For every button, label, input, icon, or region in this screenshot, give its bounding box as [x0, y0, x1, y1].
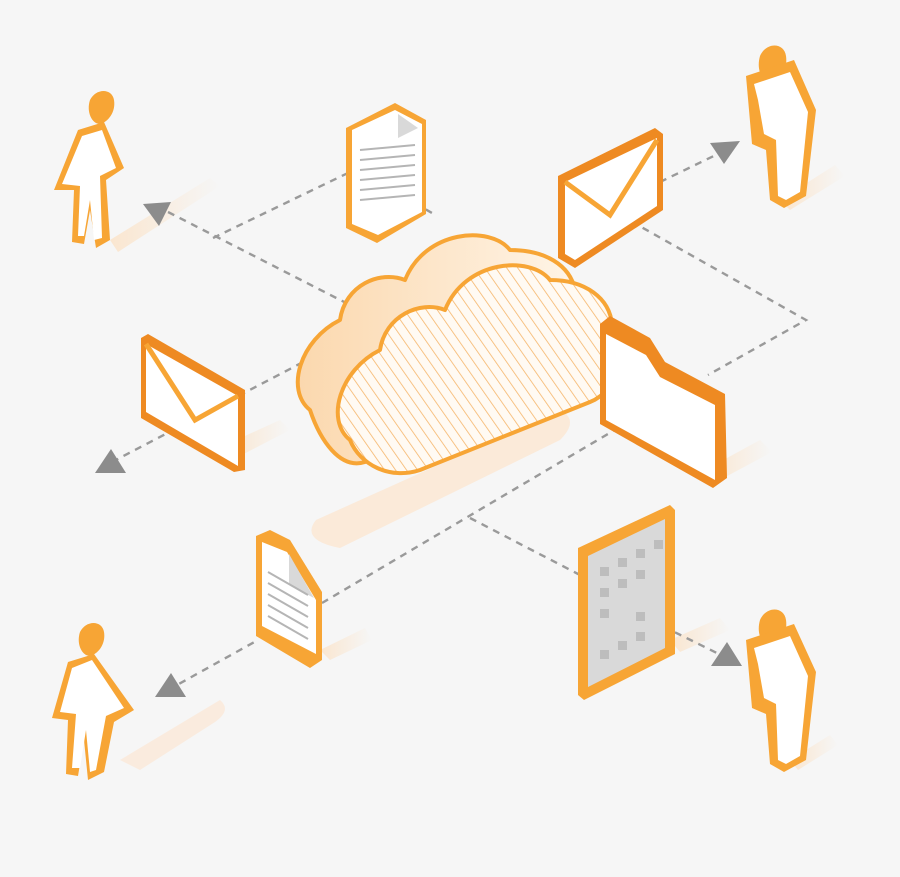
female-user-icon [54, 91, 124, 248]
cloud-icon [295, 233, 623, 476]
connector-tablet [469, 516, 581, 577]
envelope-icon [558, 128, 663, 268]
connector-doc-left [212, 170, 351, 240]
female-user-icon [52, 623, 134, 780]
male-user-icon [746, 45, 816, 208]
connector-folder-doc [321, 413, 641, 605]
document-icon [346, 103, 426, 243]
document-icon [256, 530, 322, 668]
connector-doc-to-woman [167, 210, 351, 307]
connector-envelope-to-man [659, 150, 723, 184]
envelope-icon [141, 334, 245, 472]
male-user-icon [746, 609, 816, 772]
folder-icon [600, 316, 727, 488]
arrow-icon [143, 202, 171, 226]
arrow-icon [95, 449, 126, 473]
arrow-icon [155, 673, 186, 697]
connector-doc-bottom [167, 638, 259, 692]
arrow-heads [95, 141, 742, 697]
tablet-icon [578, 505, 675, 700]
floor-shadows [110, 165, 845, 770]
arrow-icon [710, 141, 740, 164]
connector-envelope-right [619, 213, 809, 377]
arrow-icon [711, 642, 742, 666]
